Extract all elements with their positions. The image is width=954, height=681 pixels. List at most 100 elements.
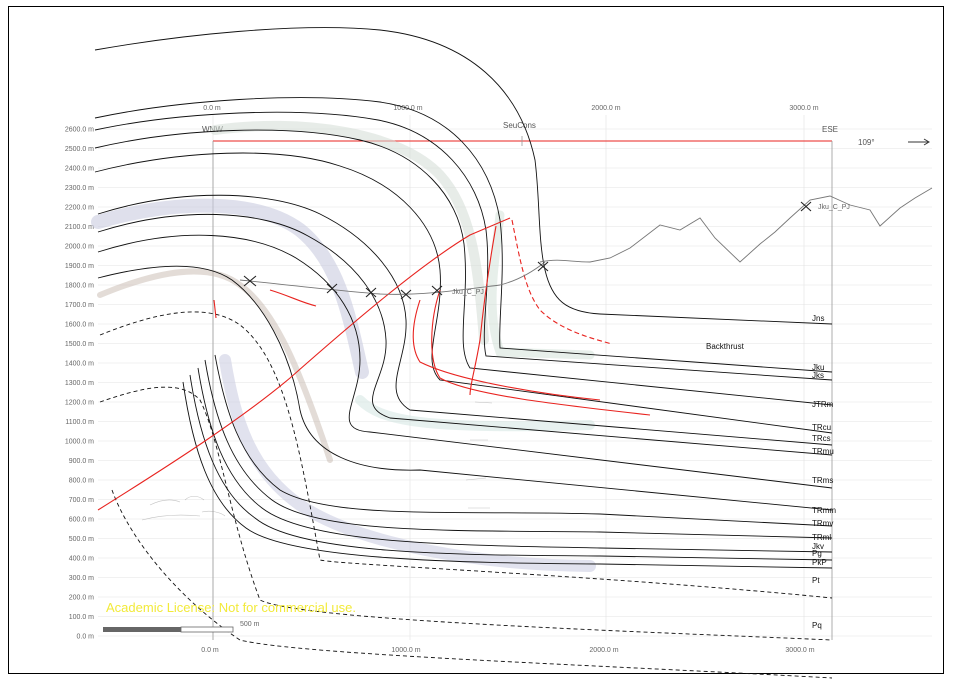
topo-label-mid: Jku_C_PJ [452, 289, 484, 296]
unit-label: TRml [812, 533, 831, 542]
topo-label-right: Jku_C_PJ [818, 204, 850, 211]
bottom-x-tick-1: 1000.0 m [391, 647, 420, 654]
pick-x-icon [243, 275, 257, 287]
unit-label: TRcu [812, 423, 831, 432]
unit-label: TRmv [812, 519, 833, 528]
y-tick-label: 800.0 m [69, 478, 94, 485]
y-tick-label: 2100.0 m [65, 224, 94, 231]
azimuth-label: 109° [858, 138, 875, 147]
y-tick-label: 2000.0 m [65, 244, 94, 251]
top-x-tick-2: 2000.0 m [591, 105, 620, 112]
small-fault-1 [269, 289, 317, 307]
pick-x-icon [431, 285, 443, 296]
horizon-line [97, 265, 833, 511]
unit-label: Jku [812, 363, 824, 372]
unit-label: TRcs [812, 434, 831, 443]
horizon-line [97, 194, 833, 446]
y-tick-label: 1500.0 m [65, 341, 94, 348]
horizon-line [182, 381, 833, 569]
pick-markers [243, 201, 812, 300]
horizon-line [214, 354, 833, 527]
pick-x-icon [800, 201, 812, 212]
pick-x-icon [400, 289, 412, 300]
pick-x-icon [537, 261, 549, 272]
unit-label: Jns [812, 314, 824, 323]
pick-x-icon [326, 283, 338, 294]
y-tick-label: 500.0 m [69, 536, 94, 543]
unit-label: Pt [812, 576, 820, 585]
scale-bar: 500 m [103, 621, 260, 633]
unit-label: TRmm [812, 506, 836, 515]
scale-bar-light [180, 626, 234, 633]
y-tick-label: 1300.0 m [65, 380, 94, 387]
splay-fault-2 [431, 289, 651, 416]
y-tick-label: 300.0 m [69, 575, 94, 582]
top-x-tick-3: 3000.0 m [789, 105, 818, 112]
y-tick-label: 1900.0 m [65, 263, 94, 270]
horizon-line [204, 359, 833, 539]
scale-bar-dark [103, 627, 181, 632]
top-x-axis: 0.0 m 1000.0 m 2000.0 m 3000.0 m [203, 105, 819, 112]
horizon-line [97, 234, 833, 489]
y-tick-label: 2400.0 m [65, 166, 94, 173]
small-fault-2 [213, 299, 217, 319]
horizon-line [189, 374, 833, 561]
unit-label: Pq [812, 621, 822, 630]
y-tick-label: 2300.0 m [65, 185, 94, 192]
license-watermark: Academic License: Not for commercial use… [106, 600, 356, 615]
y-tick-label: 400.0 m [69, 556, 94, 563]
horizon-line [94, 111, 833, 381]
topo-surface-left [239, 261, 546, 295]
backthrust-label: Backthrust [706, 342, 745, 351]
bottom-x-axis: 0.0 m 1000.0 m 2000.0 m 3000.0 m [201, 647, 815, 654]
main-thrust-fault [97, 217, 511, 511]
y-tick-label: 700.0 m [69, 497, 94, 504]
horizon-line [94, 152, 833, 434]
bottom-x-tick-0: 0.0 m [201, 647, 219, 654]
y-tick-label: 1700.0 m [65, 302, 94, 309]
top-x-tick-0: 0.0 m [203, 105, 221, 112]
horizon-line [197, 367, 833, 553]
horizons [94, 27, 833, 569]
horizon-line [97, 213, 833, 456]
horizon-line [94, 97, 833, 373]
y-tick-label: 100.0 m [69, 614, 94, 621]
unit-label: JTRm [812, 400, 834, 409]
section-box [212, 136, 833, 640]
y-tick-label: 900.0 m [69, 458, 94, 465]
horizon-line [94, 129, 833, 406]
bottom-x-tick-3: 3000.0 m [785, 647, 814, 654]
bottom-x-tick-2: 2000.0 m [589, 647, 618, 654]
topography [239, 187, 933, 295]
dashed-horizon-pq-upper [99, 386, 833, 641]
unit-label: Jks [812, 371, 824, 380]
unit-labels: JnsJkuJksJTRmTRcuTRcsTRmuTRmsTRmmTRmvTRm… [812, 314, 836, 630]
shaded-bands [91, 120, 596, 572]
y-tick-label: 2500.0 m [65, 146, 94, 153]
right-end-label: ESE [822, 125, 838, 134]
unit-label: Pg [812, 549, 822, 558]
horizon-line [94, 27, 833, 325]
splay-fault-3 [412, 299, 601, 401]
dashed-horizons [99, 311, 833, 679]
topo-surface [539, 187, 933, 263]
scale-bar-label: 500 m [240, 621, 260, 628]
y-tick-label: 1100.0 m [65, 419, 94, 426]
y-tick-label: 2200.0 m [65, 205, 94, 212]
y-tick-label: 1400.0 m [65, 361, 94, 368]
unit-label: TRmu [812, 447, 834, 456]
dashed-horizon-pq-lower [111, 489, 833, 679]
y-tick-label: 600.0 m [69, 517, 94, 524]
y-tick-label: 200.0 m [69, 595, 94, 602]
unit-label: PkP [812, 558, 827, 567]
splay-fault-1 [469, 225, 497, 396]
unit-label: TRms [812, 476, 833, 485]
backthrust-fault [511, 219, 613, 345]
dashed-horizon-pt [99, 311, 833, 599]
y-tick-label: 1600.0 m [65, 322, 94, 329]
y-tick-label: 1200.0 m [65, 400, 94, 407]
y-tick-label: 1000.0 m [65, 439, 94, 446]
y-tick-label: 1800.0 m [65, 283, 94, 290]
